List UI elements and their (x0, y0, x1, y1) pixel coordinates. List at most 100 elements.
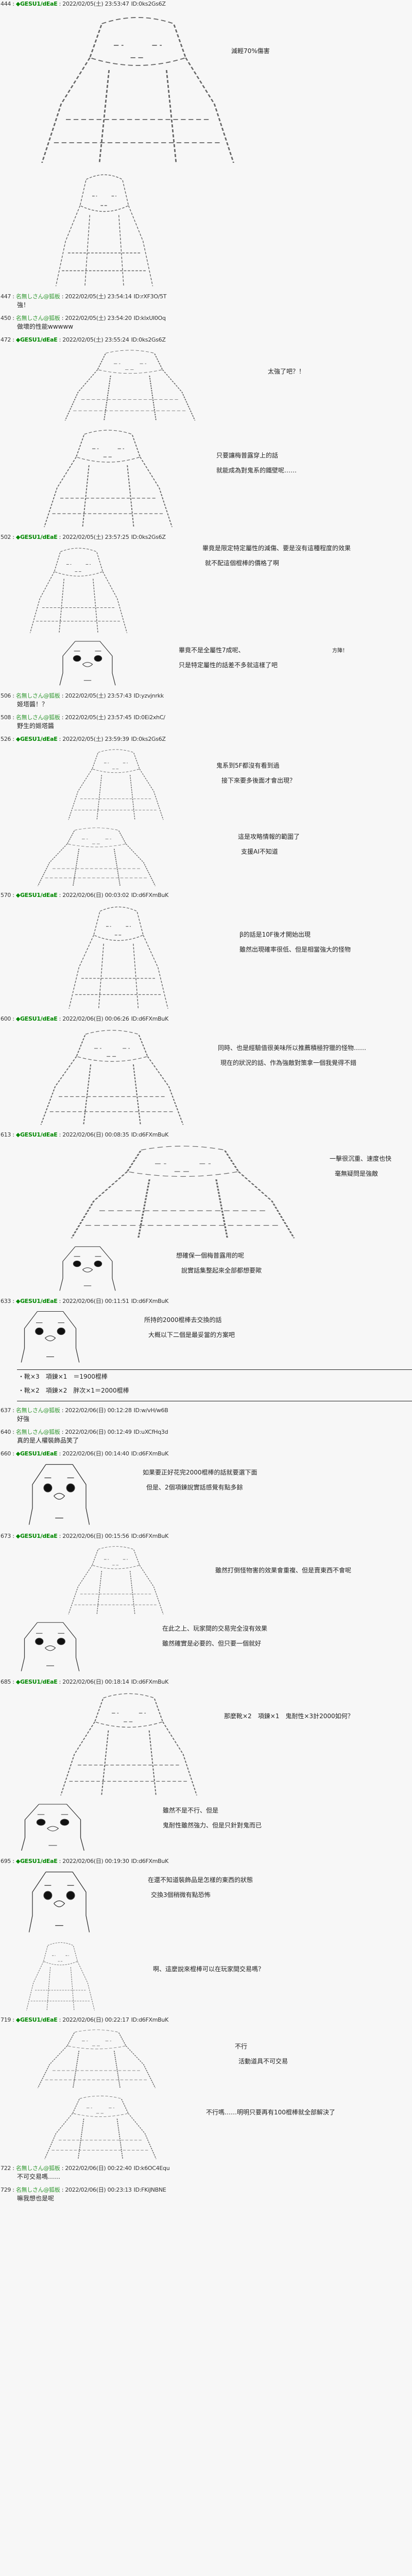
poster-id[interactable]: ID:d6FXmBuK (131, 1679, 169, 1685)
post-header: 450名無しさん@狐板2022/02/05(土) 23:54:20ID:klxU… (1, 314, 412, 323)
dialogue-line: 在還不知道裝飾品是怎樣的東西的狀態 (148, 1876, 253, 1884)
poster-id[interactable]: ID:0ks2Gs6Z (131, 534, 166, 540)
dialogue-group: 想確保一個梅普露用的呢說實話集整起來全部都想要歟 (176, 1252, 262, 1282)
poster-id[interactable]: ID:d6FXmBuK (131, 2016, 169, 2023)
poster-id[interactable]: ID:uXCfHq3d (133, 1429, 168, 1435)
ascii-art-character (57, 1544, 175, 1616)
dialogue-line: 但是、2個項鍊說實話感覺有點多餘 (146, 1484, 243, 1491)
dialogue-line: 雖然打倒怪物害的效果會重複、但是賣東西不會呢 (215, 1567, 352, 1574)
post-number[interactable]: 719 (1, 2016, 16, 2023)
post-body: 真的是人權裝飾品笑了 (17, 1437, 79, 1444)
poster-id[interactable]: ID:d6FXmBuK (131, 1858, 169, 1865)
poster-name: 名無しさん@狐板 (16, 1429, 65, 1435)
post-number[interactable]: 673 (1, 1533, 16, 1539)
post-number[interactable]: 526 (1, 736, 16, 742)
post-header: 719◆GESU1/dEaE2022/02/06(日) 00:22:17ID:d… (1, 2016, 412, 2024)
post-header: 526◆GESU1/dEaE2022/02/05(土) 23:59:39ID:0… (1, 735, 412, 743)
post-datetime: 2022/02/05(土) 23:57:43 (65, 692, 132, 699)
poster-id[interactable]: ID:0ks2Gs6Z (131, 1, 166, 7)
poster-name: ◆GESU1/dEaE (16, 1450, 62, 1457)
scene: 畢竟不是全屬性7成呢、只是特定屬性的話差不多就這樣了吧 方陣！ (0, 639, 412, 688)
poster-id[interactable]: ID:0ks2Gs6Z (131, 736, 166, 742)
ascii-art-character (18, 545, 139, 635)
dialogue-line: 雖然出現確率很低、但是相當強大的怪物 (239, 946, 351, 953)
poster-id[interactable]: ID:d6FXmBuK (131, 1533, 169, 1539)
post-number[interactable]: 633 (1, 1298, 16, 1304)
poster-id[interactable]: ID:rXF3O/5T (133, 293, 167, 300)
poster-id[interactable]: ID:0ks2Gs6Z (131, 336, 166, 343)
poster-id[interactable]: ID:yzvjnrkk (133, 692, 164, 699)
dialogue-line: 所持的2000棍棒去交換的話 (144, 1316, 222, 1324)
dialogue-line: 方陣！ (332, 648, 348, 654)
dialogue-line: β的話是10F後才開始出現 (239, 931, 311, 938)
poster-id[interactable]: ID:d6FXmBuK (131, 1450, 169, 1457)
poster-id[interactable]: ID:d6FXmBuK (131, 1015, 169, 1022)
ascii-art-character (57, 903, 180, 1011)
poster-name: ◆GESU1/dEaE (16, 1, 62, 7)
poster-id[interactable]: ID:d6FXmBuK (131, 1131, 169, 1138)
poster-id[interactable]: ID:w/vH/w6B (133, 1407, 168, 1414)
scene: 那麼靴×2 項鍊×1 鬼耐性×3計2000如何？ (0, 1689, 412, 1798)
dialogue-line: 畢竟不是全屬性7成呢、 (179, 647, 245, 654)
poster-id[interactable]: ID:k6OC4Equ (133, 2165, 170, 2172)
dialogue-line: 大概以下二個是最妥當的方案吧 (148, 1331, 235, 1338)
post-number[interactable]: 613 (1, 1131, 16, 1138)
scene (0, 170, 412, 289)
poster-id[interactable]: ID:klxUI0Oq (133, 315, 166, 321)
dialogue-line: 如果要正好花完2000棍棒的話就要選下面 (143, 1469, 258, 1476)
post-datetime: 2022/02/05(土) 23:53:47 (62, 1, 129, 7)
dialogue-group: 這是攻略情報的範圍了支援AI不知道 (238, 833, 300, 863)
post-number[interactable]: 729 (1, 2187, 16, 2193)
post-number[interactable]: 600 (1, 1015, 16, 1022)
option-line: ・靴×3 項鍊×1 ＝1900棍棒 (18, 1373, 108, 1380)
option-line: ・靴×2 項鍊×2 胖次×1＝2000棍棒 (18, 1387, 129, 1394)
post-number[interactable]: 506 (1, 692, 16, 699)
scene: 不行活動道具不可交易 (0, 2027, 412, 2089)
post-header: 695◆GESU1/dEaE2022/02/06(日) 00:19:30ID:d… (1, 1857, 412, 1866)
post-datetime: 2022/02/06(日) 00:03:02 (62, 892, 129, 899)
dialogue-group: 只要讓梅普露穿上的話就能成為對鬼系的鐵壁呢…… (216, 452, 297, 482)
dialogue-group: 在還不知道裝飾品是怎樣的東西的狀態交換3個稍微有點恐怖 (148, 1876, 253, 1906)
dialogue-group: 鬼系到5F都沒有看到過接下來要多後面才會出現？ (216, 762, 296, 792)
post-number[interactable]: 570 (1, 892, 16, 899)
poster-name: ◆GESU1/dEaE (16, 1131, 62, 1138)
poster-id[interactable]: ID:FKiJNBNE (133, 2187, 166, 2193)
poster-id[interactable]: ID:d6FXmBuK (131, 1298, 169, 1304)
post-datetime: 2022/02/06(日) 00:12:28 (65, 1407, 132, 1414)
ascii-art-character (28, 426, 188, 529)
dialogue-line: 一擊很沉重、速度也快 (330, 1155, 392, 1162)
poster-name: ◆GESU1/dEaE (16, 736, 62, 742)
ascii-art-character (23, 825, 170, 887)
post-datetime: 2022/02/05(土) 23:55:24 (62, 336, 129, 343)
post-body: 強！ (17, 301, 30, 309)
dialogue-line: 想確保一個梅普露用的呢 (176, 1252, 245, 1259)
ascii-art-character (44, 1689, 214, 1798)
post-number[interactable]: 450 (1, 315, 16, 321)
post-number[interactable]: 685 (1, 1679, 16, 1685)
ascii-art-bear (18, 1309, 82, 1365)
post-number[interactable]: 695 (1, 1858, 16, 1865)
dialogue-line: 只是特定屬性的話差不多就這樣了吧 (179, 662, 278, 669)
post-number[interactable]: 447 (1, 293, 16, 300)
post-header: 633◆GESU1/dEaE2022/02/06(日) 00:11:51ID:d… (1, 1297, 412, 1306)
dialogue-group: 如果要正好花完2000棍棒的話就要選下面但是、2個項鍊說實話感覺有點多餘 (143, 1469, 258, 1499)
poster-name: 名無しさん@狐板 (16, 2165, 65, 2172)
post-number[interactable]: 502 (1, 534, 16, 540)
poster-id[interactable]: ID:d6FXmBuK (131, 892, 169, 899)
post-number[interactable]: 660 (1, 1450, 16, 1457)
poster-id[interactable]: ID:0Ei2xhC/ (133, 714, 165, 721)
post-header: 685◆GESU1/dEaE2022/02/06(日) 00:18:14ID:d… (1, 1678, 412, 1686)
dialogue-group: 雖然不是不行、但是鬼耐性雖然強力、但是只針對鬼而已 (163, 1807, 262, 1837)
post-number[interactable]: 640 (1, 1429, 16, 1435)
post-number[interactable]: 722 (1, 2165, 16, 2172)
post-number[interactable]: 444 (1, 1, 16, 7)
dialogue-group: 一擊很沉重、速度也快毫無疑問是強敵 (330, 1155, 391, 1185)
post-number[interactable]: 472 (1, 336, 16, 343)
poster-name: 名無しさん@狐板 (16, 315, 65, 321)
post-datetime: 2022/02/06(日) 00:18:14 (62, 1679, 129, 1685)
post-number[interactable]: 637 (1, 1407, 16, 1414)
scene: 畢竟是限定特定屬性的減傷、要是沒有這種程度的效果就不配這個棍棒的價格了啊 (0, 545, 412, 635)
dialogue-line: 同時、也是經驗值很美味所以推薦積極狩獵的怪物…… (218, 1044, 367, 1052)
post-number[interactable]: 508 (1, 714, 16, 721)
dialogue-line: 雖然不是不行、但是 (163, 1807, 219, 1814)
